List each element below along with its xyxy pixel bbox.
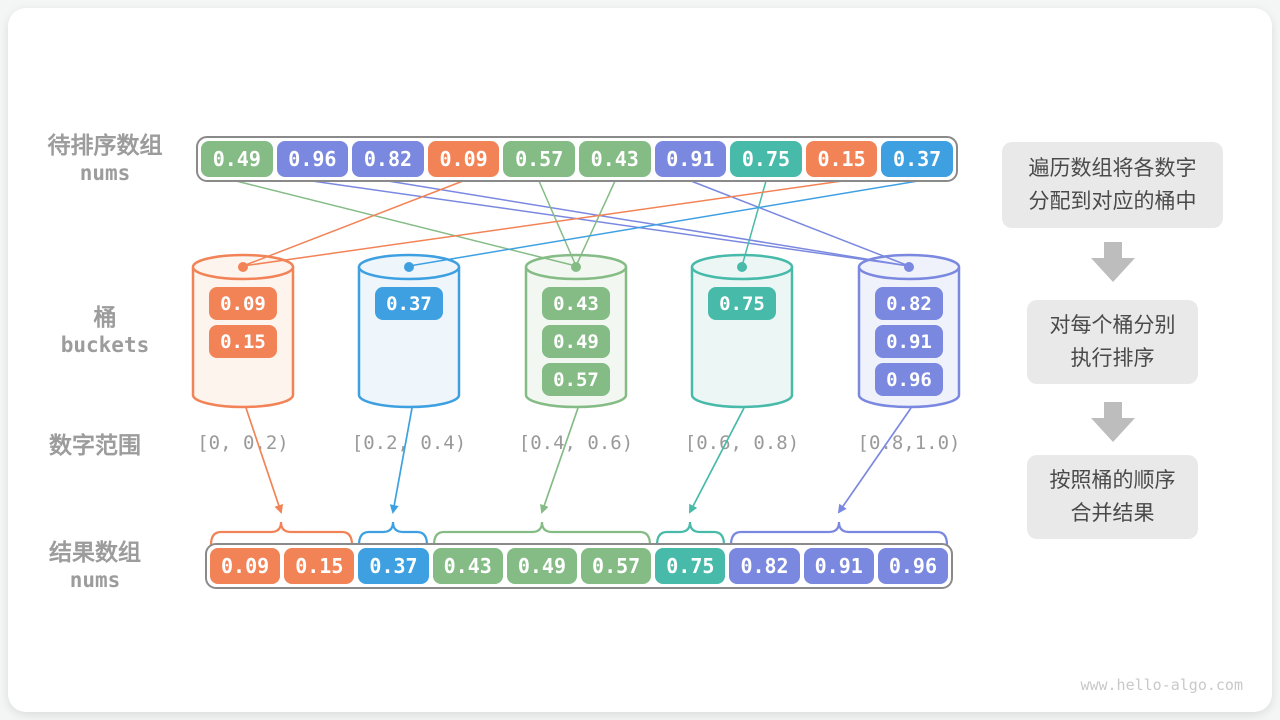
result-cell: 0.09 bbox=[210, 548, 281, 584]
input-cell: 0.37 bbox=[881, 141, 953, 177]
step-box-2: 对每个桶分别 执行排序 bbox=[1027, 300, 1198, 384]
bucket-item: 0.91 bbox=[875, 325, 943, 358]
result-cell: 0.96 bbox=[877, 548, 949, 584]
label-buckets-zh: 桶 bbox=[93, 304, 117, 330]
bucket-item: 0.15 bbox=[209, 325, 277, 358]
input-array: 0.49 0.96 0.82 0.09 0.57 0.43 0.91 0.75 … bbox=[196, 136, 958, 182]
input-cell: 0.43 bbox=[578, 141, 651, 177]
down-arrow-icon bbox=[1091, 242, 1135, 282]
result-cell: 0.37 bbox=[358, 548, 429, 584]
label-result-array-zh: 结果数组 bbox=[49, 539, 141, 565]
input-cell: 0.75 bbox=[730, 141, 802, 177]
bucket-range: [0.8,1.0) bbox=[857, 432, 961, 454]
result-cell: 0.15 bbox=[284, 548, 355, 584]
step-box-1: 遍历数组将各数字 分配到对应的桶中 bbox=[1002, 142, 1223, 228]
result-cell: 0.49 bbox=[506, 548, 578, 584]
bucket-range: [0.2, 0.4) bbox=[351, 432, 467, 454]
input-cell: 0.96 bbox=[276, 141, 349, 177]
input-cell: 0.15 bbox=[805, 141, 878, 177]
bucket-range: [0.4, 0.6) bbox=[518, 432, 634, 454]
result-cell: 0.57 bbox=[581, 548, 652, 584]
input-cell: 0.49 bbox=[201, 141, 273, 177]
result-cell: 0.91 bbox=[803, 548, 874, 584]
result-cell: 0.75 bbox=[655, 548, 726, 584]
bucket-item: 0.37 bbox=[375, 287, 443, 320]
bucket-range: [0, 0.2) bbox=[197, 432, 289, 454]
label-input-array-zh: 待排序数组 bbox=[47, 132, 163, 158]
label-input-array-en: nums bbox=[79, 161, 131, 185]
result-array: 0.09 0.15 0.37 0.43 0.49 0.57 0.75 0.82 … bbox=[205, 543, 953, 589]
input-cell: 0.57 bbox=[503, 141, 575, 177]
label-result-array: 结果数组 nums bbox=[15, 538, 175, 593]
bucket-range: [0.6, 0.8) bbox=[684, 432, 800, 454]
input-cell: 0.91 bbox=[654, 141, 727, 177]
input-cell: 0.09 bbox=[427, 141, 500, 177]
bucket-item: 0.49 bbox=[542, 325, 610, 358]
label-range: 数字范围 bbox=[49, 432, 141, 458]
watermark-url: www.hello-algo.com bbox=[1080, 676, 1243, 694]
input-cell: 0.82 bbox=[352, 141, 424, 177]
bucket-item: 0.57 bbox=[542, 363, 610, 396]
step-box-3: 按照桶的顺序 合并结果 bbox=[1027, 455, 1198, 539]
label-buckets: 桶 buckets bbox=[20, 303, 190, 358]
result-cell: 0.82 bbox=[729, 548, 800, 584]
label-input-array: 待排序数组 nums bbox=[20, 131, 190, 186]
bucket-item: 0.96 bbox=[875, 363, 943, 396]
bucket-item: 0.43 bbox=[542, 287, 610, 320]
bucket-item: 0.82 bbox=[875, 287, 943, 320]
result-cell: 0.43 bbox=[432, 548, 503, 584]
down-arrow-icon bbox=[1091, 402, 1135, 442]
bucket-item: 0.75 bbox=[708, 287, 776, 320]
bucket-item: 0.09 bbox=[209, 287, 277, 320]
label-result-array-en: nums bbox=[69, 568, 121, 592]
label-buckets-en: buckets bbox=[60, 333, 150, 357]
